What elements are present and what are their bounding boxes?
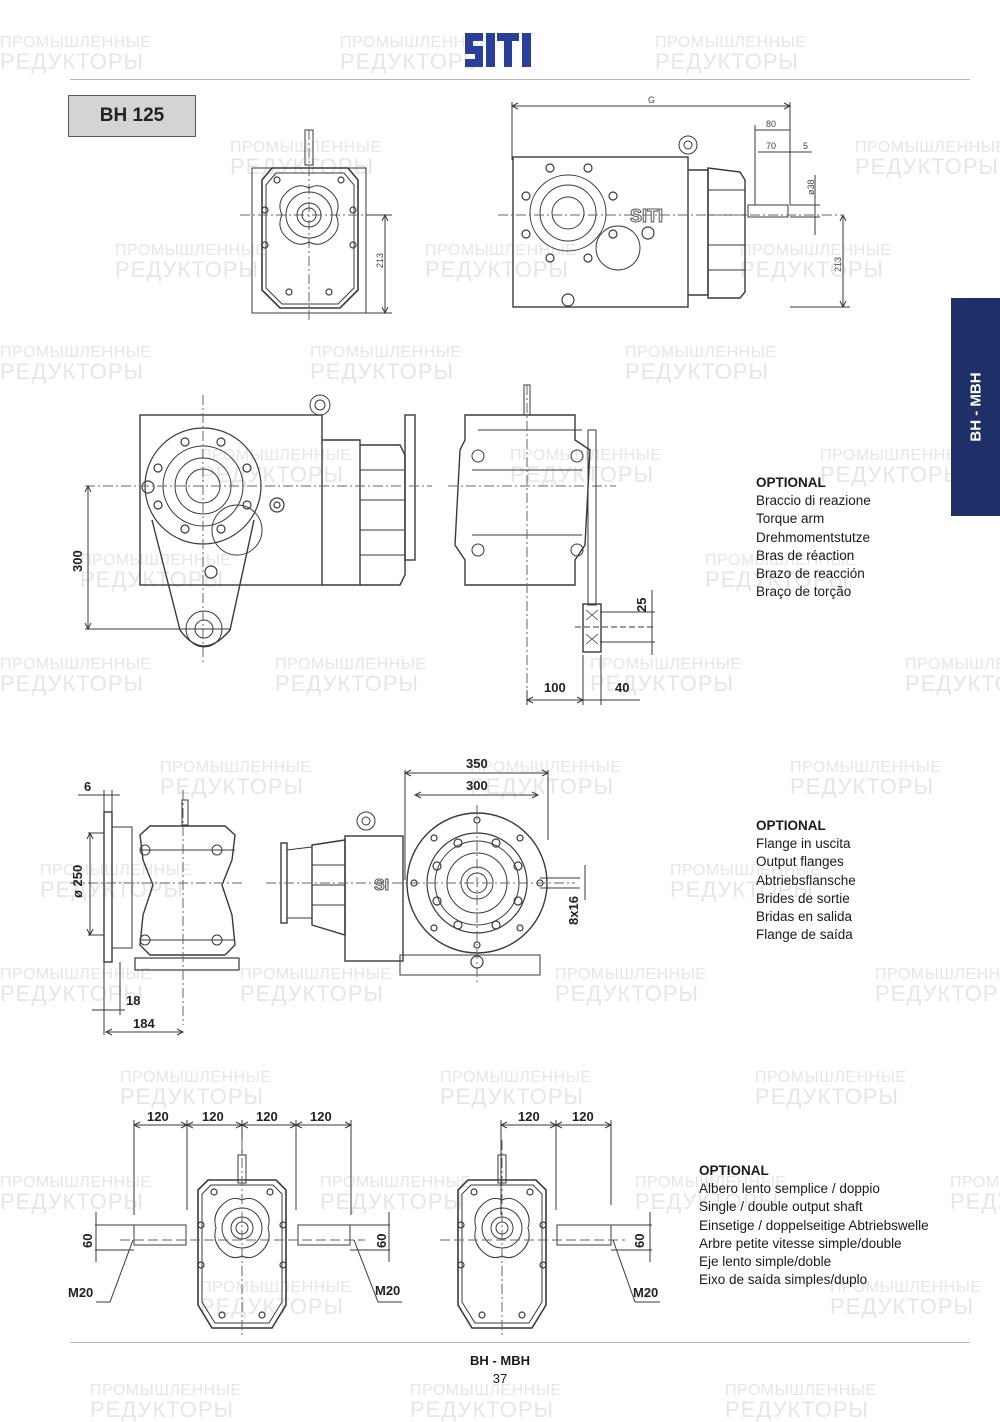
dim-60-right: 60 — [374, 1234, 389, 1248]
dim-120-b: 120 — [572, 1109, 594, 1124]
optional-line: Eixo de saída simples/duplo — [699, 1272, 868, 1288]
optional-line: Braço de torção — [756, 584, 852, 600]
side-view-top: G SITI 80 70 5 ø38 213 — [498, 95, 850, 309]
single-shaft-view: 120 120 60 — [440, 1109, 660, 1335]
flange-front-view: 6 ø 250 18 184 — [70, 779, 245, 1036]
header-divider — [70, 79, 970, 80]
optional-output-flanges: OPTIONAL Flange in uscita Output flanges… — [756, 817, 856, 944]
torque-arm-front-view: 25 100 40 — [448, 384, 655, 705]
dim-18: 18 — [126, 993, 140, 1008]
optional-line: Einsetige / doppelseitige Abtriebswelle — [699, 1217, 929, 1233]
optional-line: Flange in uscita — [756, 836, 851, 852]
casting-logo-2: SI — [374, 877, 389, 894]
optional-output-shaft: OPTIONAL Albero lento semplice / doppio … — [699, 1162, 929, 1289]
dim-213-front: 213 — [375, 253, 385, 268]
front-view-top: 213 — [240, 129, 392, 320]
dim-300: 300 — [70, 550, 85, 572]
optional-heading: OPTIONAL — [699, 1163, 769, 1178]
dim-300-bolt: 300 — [466, 778, 488, 793]
dim-6: 6 — [84, 779, 91, 794]
dim-120-3: 120 — [256, 1109, 278, 1124]
thread-m20-left: M20 — [68, 1285, 93, 1300]
dim-120-a: 120 — [518, 1109, 540, 1124]
dim-5: 5 — [803, 141, 808, 151]
torque-arm-side-view: 300 — [70, 394, 432, 665]
dim-184: 184 — [133, 1016, 155, 1031]
optional-heading: OPTIONAL — [756, 818, 826, 833]
dim-120-2: 120 — [202, 1109, 224, 1124]
flange-side-view: SI 350 300 8x16 — [266, 756, 586, 985]
dim-120-4: 120 — [310, 1109, 332, 1124]
dim-60-single: 60 — [632, 1234, 647, 1248]
dim-40: 40 — [615, 680, 629, 695]
page-number: 37 — [492, 1371, 508, 1386]
optional-torque-arm: OPTIONAL Braccio di reazione Torque arm … — [756, 474, 871, 601]
dim-120-1: 120 — [147, 1109, 169, 1124]
double-shaft-view: 120 120 120 120 60 60 — [80, 1109, 402, 1335]
optional-line: Output flanges — [756, 854, 844, 870]
optional-line: Single / double output shaft — [699, 1199, 863, 1215]
footer-title: BH - MBH — [470, 1353, 530, 1368]
section-tab[interactable]: BH - MBH — [951, 298, 1000, 516]
dim-70: 70 — [766, 141, 776, 151]
dim-dia-250: ø 250 — [70, 865, 85, 898]
footer-divider — [70, 1342, 970, 1343]
optional-line: Braccio di reazione — [756, 493, 871, 509]
optional-line: Brides de sortie — [756, 890, 850, 906]
thread-m20-single: M20 — [633, 1285, 658, 1300]
dim-8x16: 8x16 — [566, 896, 581, 925]
optional-line: Flange de saída — [756, 927, 853, 943]
optional-line: Bridas en salida — [756, 909, 853, 925]
casting-logo: SITI — [630, 206, 663, 226]
model-label: BH 125 — [68, 95, 196, 137]
dim-213-side: 213 — [833, 257, 843, 272]
dim-80: 80 — [766, 119, 776, 129]
dim-60-left: 60 — [80, 1234, 95, 1248]
optional-line: Eje lento simple/doble — [699, 1254, 832, 1270]
optional-line: Arbre petite vitesse simple/double — [699, 1235, 902, 1251]
dim-25: 25 — [634, 598, 649, 612]
optional-line: Bras de réaction — [756, 547, 855, 563]
optional-line: Torque arm — [756, 511, 825, 527]
optional-line: Abtriebsflansche — [756, 872, 856, 888]
thread-m20-right: M20 — [375, 1283, 400, 1298]
optional-line: Brazo de reacción — [756, 566, 865, 582]
optional-heading: OPTIONAL — [756, 475, 826, 490]
dim-100: 100 — [544, 680, 566, 695]
optional-line: Drehmomentstutze — [756, 529, 871, 545]
dim-dia-38: ø38 — [806, 179, 816, 195]
optional-line: Albero lento semplice / doppio — [699, 1181, 880, 1197]
siti-logo — [465, 33, 531, 67]
dim-g: G — [648, 95, 655, 105]
dim-350: 350 — [466, 756, 488, 771]
